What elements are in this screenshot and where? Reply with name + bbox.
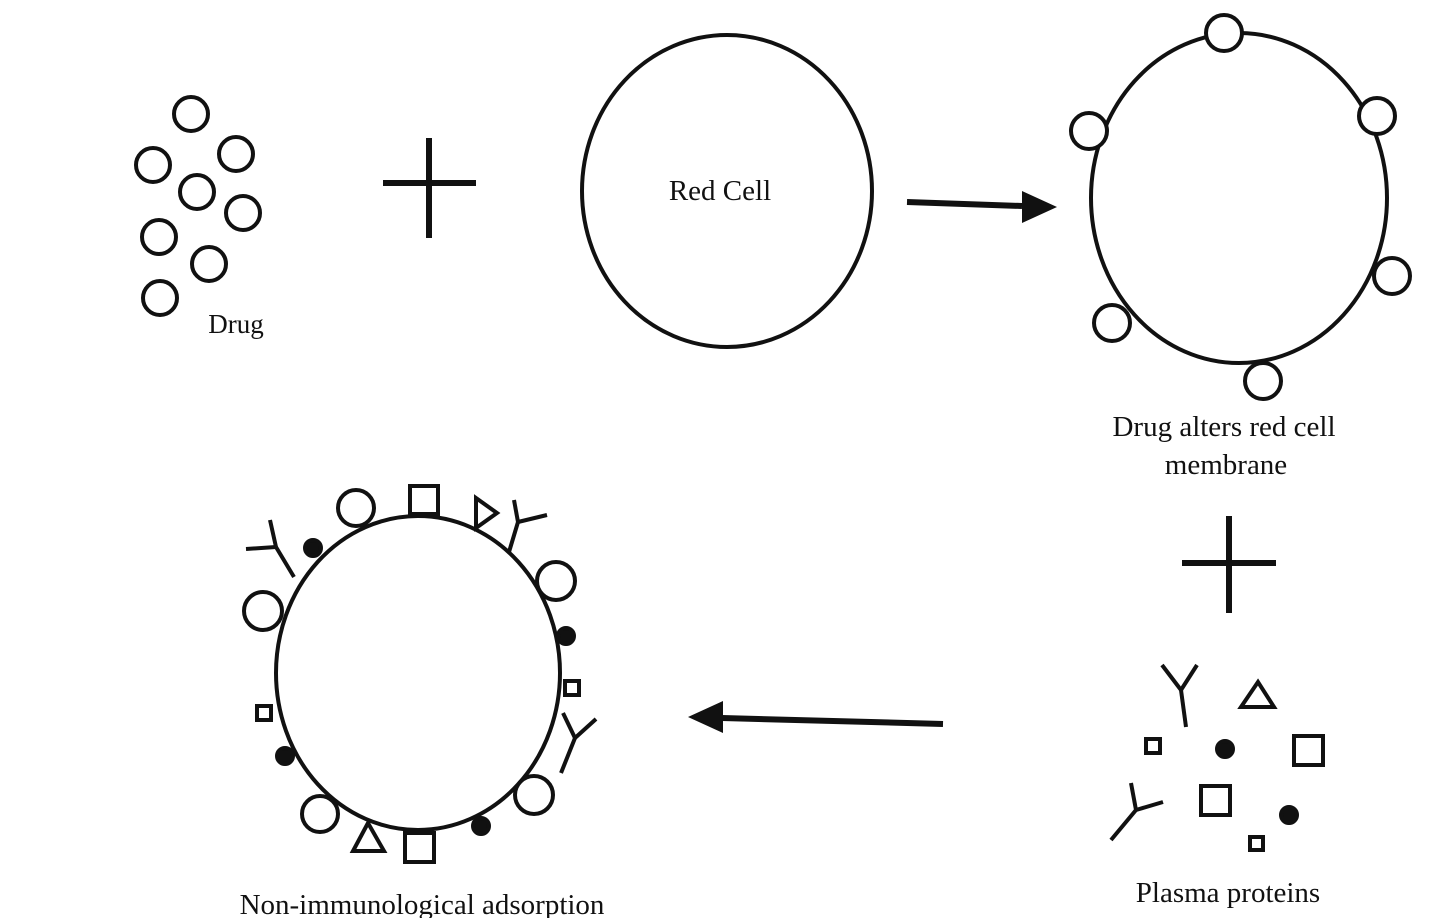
- bound-drug-molecule: [300, 794, 340, 834]
- adsorption-label: Non-immunological adsorption: [240, 889, 605, 918]
- bound-dot-protein: [275, 746, 295, 766]
- red-cell-label: Red Cell: [669, 175, 771, 207]
- drug-molecule: [217, 135, 255, 173]
- bound-small-square-protein: [563, 679, 581, 697]
- drug-molecule: [224, 194, 262, 232]
- bound-drug-molecule: [1069, 111, 1109, 151]
- square-protein: [1292, 734, 1325, 767]
- drug-molecule: [140, 218, 178, 256]
- bound-antibody-y-shape: [507, 499, 548, 553]
- drug-molecule: [141, 279, 179, 317]
- small-square-protein: [1144, 737, 1162, 755]
- drug-molecules: [134, 95, 262, 317]
- drug-label: Drug: [208, 309, 264, 339]
- small-square-protein: [1248, 835, 1265, 852]
- bound-drug-molecule: [1204, 13, 1244, 53]
- bound-triangle-protein: [474, 494, 501, 532]
- antibody-y-shape: [1109, 782, 1164, 842]
- bound-drug-molecule: [1357, 96, 1397, 136]
- bound-drug-molecule: [535, 560, 577, 602]
- bound-drug-molecule: [1372, 256, 1412, 296]
- triangle-protein: [1237, 678, 1278, 709]
- plus-sign-top: [383, 138, 476, 238]
- bound-small-square-protein: [255, 704, 273, 722]
- adsorbed-red-cell-group: [242, 484, 598, 864]
- drug-molecule: [134, 146, 172, 184]
- altered-label-line2: membrane: [1165, 449, 1287, 481]
- bound-drug-molecule: [1092, 303, 1132, 343]
- arrow-left: [688, 701, 944, 733]
- bound-square-protein: [408, 484, 440, 516]
- bound-antibody-y-shape: [559, 712, 598, 774]
- bound-drug-molecule: [513, 774, 555, 816]
- plasma-proteins: [1109, 663, 1325, 852]
- arrow-right: [906, 191, 1057, 223]
- bound-drug-molecule: [242, 590, 284, 632]
- red-cell: [580, 33, 874, 349]
- bound-dot-protein: [303, 538, 323, 558]
- drug-molecule: [172, 95, 210, 133]
- drug-molecule: [190, 245, 228, 283]
- bound-drug-molecule: [1243, 361, 1283, 401]
- bound-triangle-protein: [349, 818, 388, 853]
- antibody-y-shape: [1160, 663, 1199, 728]
- altered-red-cell: [1089, 31, 1389, 365]
- dot-protein: [1215, 739, 1235, 759]
- dot-protein: [1279, 805, 1299, 825]
- plasma-proteins-label: Plasma proteins: [1136, 877, 1320, 909]
- bound-drug-molecule: [336, 488, 376, 528]
- bound-dot-protein: [471, 816, 491, 836]
- altered-label-line1: Drug alters red cell: [1112, 411, 1335, 443]
- bound-dot-protein: [556, 626, 576, 646]
- bound-square-protein: [403, 831, 436, 864]
- plus-sign-right: [1182, 516, 1276, 613]
- drug-molecule: [178, 173, 216, 211]
- bound-antibody-y-shape: [245, 519, 296, 579]
- square-protein: [1199, 784, 1232, 817]
- altered-red-cell-group: [1069, 13, 1412, 401]
